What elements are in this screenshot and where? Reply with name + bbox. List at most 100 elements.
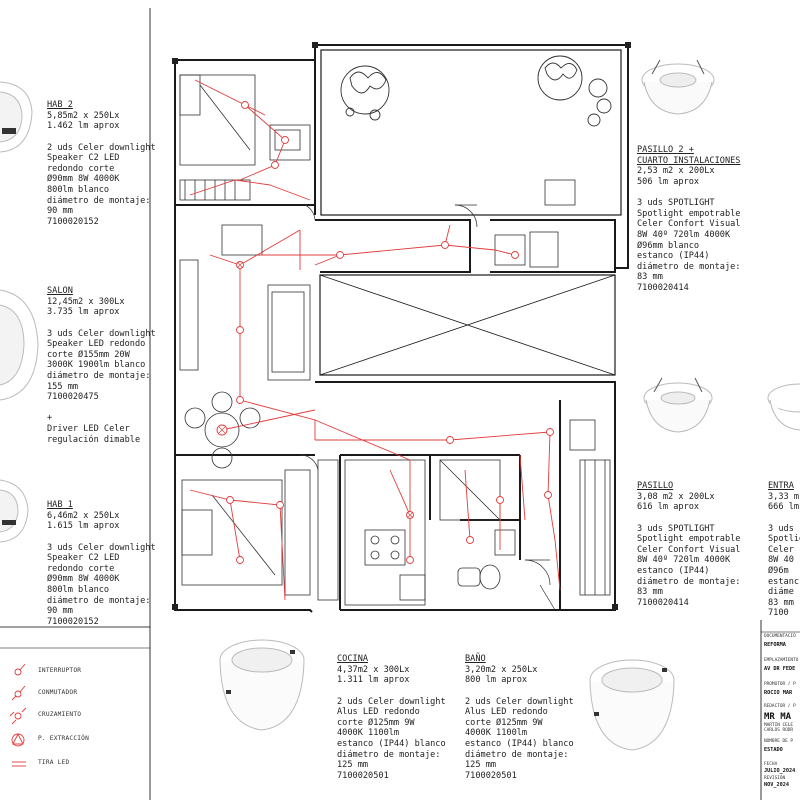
note-line: + (47, 413, 53, 424)
note-line: 666 lm (768, 502, 800, 513)
room-title: HAB 2 (47, 100, 73, 111)
note-line: regulación dimable (47, 434, 141, 445)
note-line: 8W 40 (768, 555, 794, 566)
walls (174, 44, 629, 613)
room-title: CUARTO INSTALACIONES (637, 155, 741, 166)
note-line: 616 lm aprox (637, 502, 700, 513)
doors (299, 204, 556, 611)
note-line: diámetro de montaje: (47, 595, 151, 606)
electrical-wiring (189, 79, 561, 601)
title-block-value: NOV_2024 (764, 782, 789, 788)
legend-symbols (9, 663, 27, 767)
note-line: 4,37m2 x 300Lx (337, 664, 410, 675)
note-line: diámetro de montaje: (637, 576, 741, 587)
note-line: 3,08 m2 x 200Lx (637, 491, 715, 502)
note-line: 7100020475 (47, 392, 99, 403)
title-block-label: REDACTOR / P (764, 704, 796, 709)
title-block-value: REFORMA (764, 642, 786, 648)
legend-tira-led: TIRA LED (38, 759, 70, 766)
note-line: Speaker LED redondo (47, 339, 146, 350)
note-line: 83 mm (768, 597, 794, 608)
title-block: DOCUMENTACIÓ REFORMA EMPLAZAMIENTO AV DR… (762, 626, 800, 796)
note-line: estanco (IP44) blanco (337, 738, 446, 749)
note-line: 2,53 m2 x 200Lx (637, 166, 715, 177)
note-line: 6,46m2 x 250Lx (47, 510, 120, 521)
note-line: 125 mm (337, 760, 369, 771)
note-line: 12,45m2 x 300Lx (47, 296, 125, 307)
note-line: diámetro de montaje: (47, 195, 151, 206)
note-line: redondo corte (47, 563, 115, 574)
furniture (179, 74, 611, 606)
note-line: 800lm blanco (47, 584, 110, 595)
note-line: 83 mm (637, 272, 663, 283)
note-line: 7100020152 (47, 616, 99, 627)
note-line: 800 lm aprox (465, 675, 528, 686)
note-line: 3.735 lm aprox (47, 307, 120, 318)
note-line: Ø90mm 8W 4000K (47, 174, 120, 185)
note-line: 8W 40º 720lm 4000K (637, 229, 731, 240)
note-line: 155 mm (47, 381, 79, 392)
room-title: SALON (47, 286, 73, 297)
note-line: diámetro de montaje: (637, 261, 741, 272)
room-title: ENTRA (768, 481, 794, 492)
note-line: Spotlig (768, 534, 800, 545)
note-line: redondo corte (47, 163, 115, 174)
note-line: 4000K 1100lm (465, 728, 528, 739)
note-line: 3 uds Celer downlight (47, 328, 156, 339)
note-line: 3 uds SPOTLIGHT (637, 523, 715, 534)
note-line: Alus LED redondo (465, 707, 548, 718)
note-line: 3,20m2 x 250Lx (465, 664, 538, 675)
note-line: Celer (768, 544, 794, 555)
room-title: COCINA (337, 654, 369, 665)
note-line: Speaker C2 LED (47, 153, 120, 164)
note-line: estanco (IP44) blanco (465, 738, 574, 749)
title-block-value: JULIO_2024 (764, 768, 796, 774)
note-line: 7100020414 (637, 597, 689, 608)
luminaire-images (0, 59, 800, 751)
note-line: 83 mm (637, 587, 663, 598)
note-line: 3 uds (768, 523, 794, 534)
logo-mark: MR MA (764, 712, 792, 722)
note-line: estanco (IP44) (637, 251, 710, 262)
note-line: Spotlight empotrable (637, 534, 741, 545)
note-line: 3,33 m (768, 491, 800, 502)
title-block-label: CARLOS RODR (764, 728, 794, 733)
note-line: 3 uds SPOTLIGHT (637, 198, 715, 209)
note-line: 2 uds Celer downlight (465, 696, 574, 707)
note-line: 7100 (768, 608, 789, 619)
note-line: estanco (IP44) (637, 565, 710, 576)
note-line: 800lm blanco (47, 184, 110, 195)
note-line: 3000K 1900lm blanco (47, 360, 146, 371)
title-block-label: FECHA (764, 762, 778, 767)
note-line: 7100020152 (47, 216, 99, 227)
note-line: 125 mm (465, 760, 497, 771)
note-line: diámetro de montaje: (47, 370, 151, 381)
note-line: Spotlight empotrable (637, 208, 741, 219)
note-line: corte Ø125mm 9W (465, 717, 543, 728)
legend-extraccion: P. EXTRACCIÓN (38, 735, 90, 742)
note-line: Alus LED redondo (337, 707, 420, 718)
note-line: Celer Confort Visual (637, 544, 741, 555)
note-line: 2 uds Celer downlight (337, 696, 446, 707)
note-line: Celer Confort Visual (637, 219, 741, 230)
note-line: 7100020501 (337, 770, 389, 781)
note-line: 1.311 lm aprox (337, 675, 410, 686)
note-line: corte Ø155mm 20W (47, 349, 130, 360)
title-block-label: PROMOTOR / P (764, 682, 796, 687)
note-line: 2 uds Celer downlight (47, 142, 156, 153)
note-line: 7100020501 (465, 770, 517, 781)
note-line: Speaker C2 LED (47, 553, 120, 564)
note-line: 506 lm aprox (637, 176, 700, 187)
note-line: 3 uds Celer downlight (47, 542, 156, 553)
legend-cruzamiento: CRUZAMIENTO (38, 711, 82, 718)
note-line: 7100020414 (637, 282, 689, 293)
note-line: 1.462 lm aprox (47, 121, 120, 132)
room-title: PASILLO 2 + (637, 145, 694, 156)
note-line: diáme (768, 587, 794, 598)
